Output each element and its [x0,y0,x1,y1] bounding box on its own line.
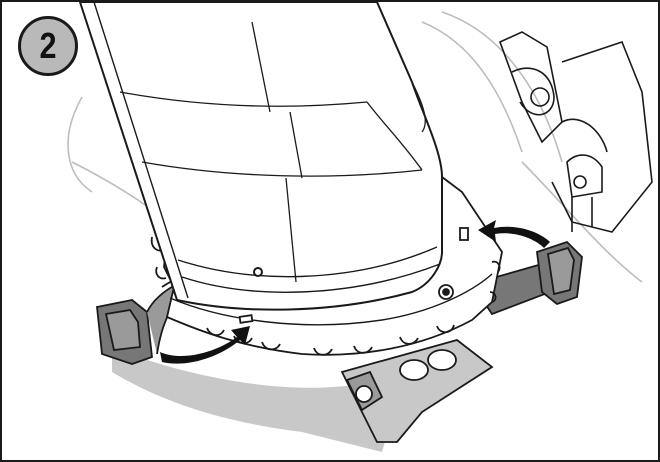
curved-arrow-left-icon [478,220,550,248]
engine-housing [498,31,653,233]
background-machine-outline [67,11,643,283]
ground-shadow [112,347,402,452]
mounting-bracket [340,339,494,443]
step-number-badge: 2 [18,16,78,76]
step-number: 2 [39,25,57,66]
curved-arrow-right-icon [160,326,250,364]
left-latch-handle [96,262,263,365]
discharge-chute [78,2,443,311]
